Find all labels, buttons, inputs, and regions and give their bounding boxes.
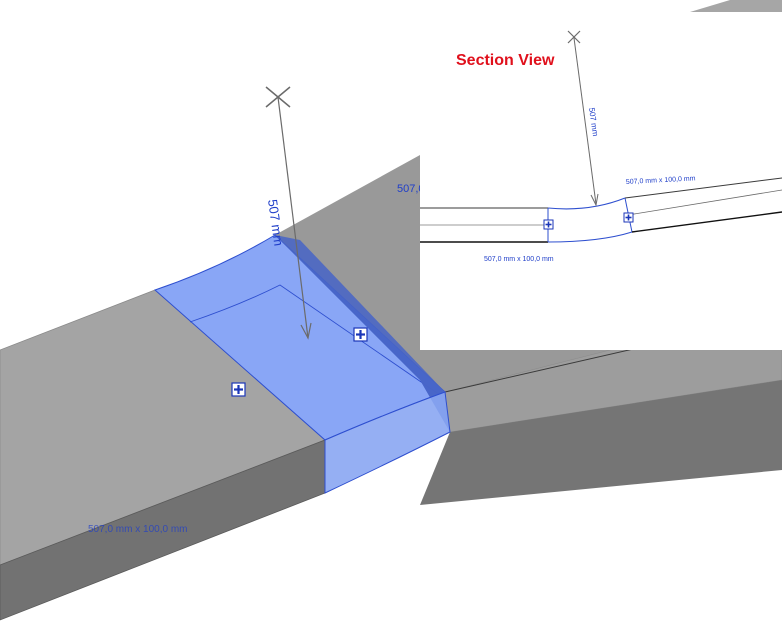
duct-side-right[interactable] xyxy=(420,380,782,505)
connector-grip-icon[interactable] xyxy=(231,382,246,397)
section-grip-icon[interactable] xyxy=(543,219,554,230)
dimension-leader-section[interactable] xyxy=(573,37,597,205)
section-duct-top-right xyxy=(624,177,782,199)
duct-size-label-3d-truncated: 507,0 xyxy=(397,183,425,195)
selected-transition-front[interactable] xyxy=(324,391,451,494)
dimension-arrowhead-section xyxy=(590,193,599,207)
dimension-label-3d[interactable]: 507 mm xyxy=(265,198,286,247)
dimension-endpoint-x-3d[interactable] xyxy=(265,86,291,108)
dimension-arrowhead-3d xyxy=(300,322,312,340)
section-size-label-left[interactable]: 507,0 mm x 100,0 mm xyxy=(484,256,554,263)
dimension-endpoint-x-section[interactable] xyxy=(567,30,581,44)
section-view-title: Section View xyxy=(456,52,555,69)
dimension-leader-3d[interactable] xyxy=(277,96,309,339)
duct-size-label-3d[interactable]: 507,0 mm x 100,0 mm xyxy=(88,524,187,535)
connector-grip-icon[interactable] xyxy=(353,327,368,342)
section-duct-bottom-right xyxy=(631,211,782,233)
selected-transition-inner-edge xyxy=(189,284,441,396)
section-grip-icon[interactable] xyxy=(623,212,634,223)
section-view-panel[interactable]: Section View 507 mm xyxy=(420,0,782,350)
section-transition-bottom[interactable] xyxy=(547,231,633,243)
section-transition-top[interactable] xyxy=(547,197,626,210)
section-duct-mid-right xyxy=(627,189,782,216)
section-size-label-right[interactable]: 507,0 mm x 100,0 mm xyxy=(626,175,696,186)
dimension-label-section[interactable]: 507 mm xyxy=(587,107,600,137)
duct-slab-upper[interactable] xyxy=(690,0,782,12)
